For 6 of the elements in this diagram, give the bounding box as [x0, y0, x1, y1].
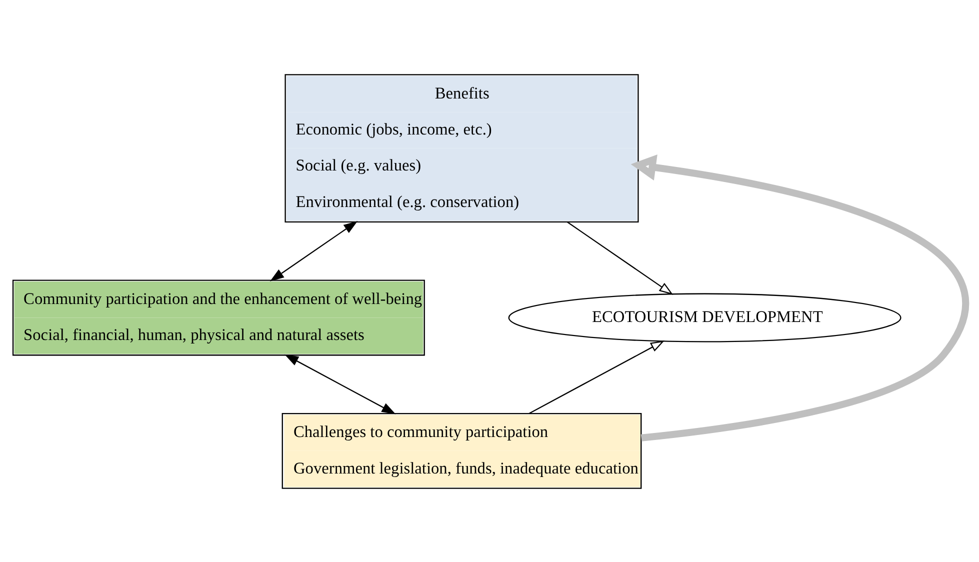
arrow	[630, 154, 968, 441]
arrow	[566, 221, 674, 294]
arrow	[284, 354, 396, 414]
arrow	[270, 220, 358, 281]
node-ellipse: ECOTOURISM DEVELOPMENT	[508, 292, 902, 342]
arrow	[528, 340, 665, 414]
